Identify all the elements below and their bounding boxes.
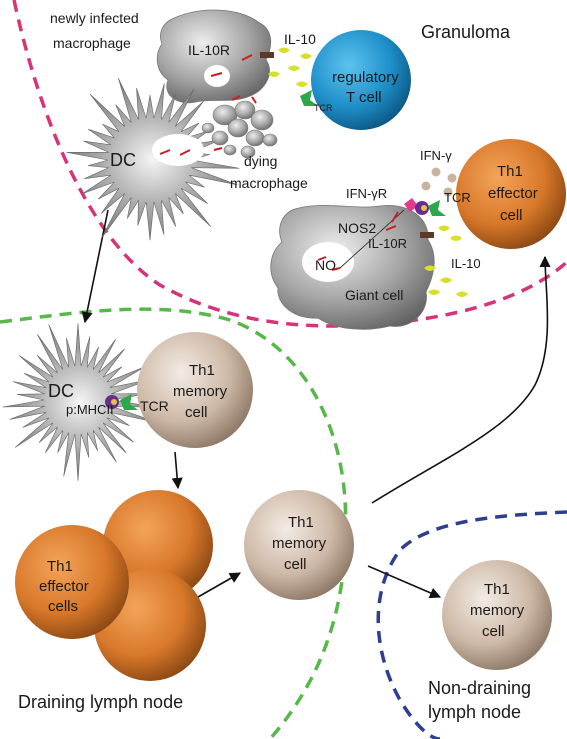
il10-receptor-giant-cell [420, 232, 434, 238]
nondraining-lymph-node-boundary [376, 510, 567, 739]
nondraining-lymph-node-label-line2: lymph node [428, 702, 521, 722]
tcr-label-treg: TCR [314, 103, 333, 113]
dendritic-cell-granuloma [66, 77, 240, 241]
no-label: NO [315, 257, 336, 273]
th1-effector-cells-label-line3: cells [48, 598, 78, 615]
il10r-label-top: IL-10R [188, 42, 230, 58]
il10-label-top: IL-10 [284, 31, 316, 47]
arrow-dc-to-lymph-node [81, 209, 109, 324]
th1-effector-granuloma-label-line1: Th1 [497, 163, 523, 180]
newly-infected-label: newly infected [50, 10, 139, 26]
arrow-memory-to-granuloma [371, 255, 551, 504]
regulatory-t-cell [311, 30, 411, 130]
il10-cytokines-top [268, 47, 312, 87]
tcr-label-granuloma: TCR [444, 190, 471, 205]
tcr-label-lymph-node: TCR [140, 398, 169, 414]
th1-memory-ln-label-line2: memory [173, 383, 228, 400]
th1-memory-middle-label-line3: cell [284, 556, 307, 573]
th1-memory-middle-label-line1: Th1 [288, 514, 314, 531]
nos2-pathway-lines [339, 209, 405, 269]
th1-effector-granuloma-label-line2: effector [488, 185, 538, 202]
th1-effector-granuloma-label-line3: cell [500, 207, 523, 224]
phagosome [152, 134, 204, 166]
mycobacterium [159, 149, 171, 155]
il10r-label-giant-cell: IL-10R [368, 236, 407, 251]
th1-memory-nondraining-label-line2: memory [470, 602, 525, 619]
granuloma-title: Granuloma [421, 22, 511, 42]
th1-effector-cell-cluster-top [103, 490, 213, 600]
dendritic-cell-body [66, 77, 240, 241]
th1-memory-ln-label-line1: Th1 [189, 362, 215, 379]
ifn-gamma-receptor [404, 198, 418, 212]
th1-memory-middle-label-line2: memory [272, 535, 327, 552]
giant-cell [270, 204, 435, 330]
mhc-tcr-complex-granuloma [415, 200, 446, 216]
arrow-memory-to-effectors [171, 451, 183, 490]
treg-label-line2: T cell [346, 89, 382, 106]
dendritic-cell-lymph-node [2, 323, 159, 481]
th1-memory-cell-nondraining [442, 560, 552, 670]
dying-macrophage-label-line1: dying [244, 153, 277, 169]
mycobacteria-fragments [179, 95, 257, 156]
dying-macrophage [201, 100, 278, 159]
arrow-memory-to-nondraining [367, 565, 442, 599]
nos2-label: NOS2 [338, 220, 376, 236]
dc-label-granuloma: DC [110, 150, 136, 170]
th1-effector-cell-granuloma [456, 139, 566, 249]
mhc-tcr-complex-lymph-node [105, 394, 138, 410]
arrow-effectors-to-memory [197, 572, 241, 598]
draining-lymph-node-label: Draining lymph node [18, 692, 183, 712]
nondraining-lymph-node-label-line1: Non-draining [428, 678, 531, 698]
th1-memory-nondraining-label-line1: Th1 [484, 581, 510, 598]
th1-memory-cell-lymph-node [137, 332, 253, 448]
th1-memory-cell-middle [244, 490, 354, 600]
th1-effector-cells-label-line1: Th1 [47, 558, 73, 575]
draining-lymph-node-boundary [0, 307, 348, 739]
dendritic-cell-body [2, 323, 159, 481]
th1-effector-cells-label-line2: effector [39, 578, 89, 595]
dying-macrophage-label-line2: macrophage [230, 175, 308, 191]
il10-receptor-top [260, 52, 274, 58]
pmhcii-label: p:MHCII [66, 402, 114, 417]
treg-label-line1: regulatory [332, 69, 399, 86]
th1-memory-ln-label-line3: cell [185, 404, 208, 421]
dc-label-lymph-node: DC [48, 381, 74, 401]
il10-cytokines-giant-cell [424, 225, 468, 297]
giant-cell-label: Giant cell [345, 287, 403, 303]
tcr-receptor-treg [300, 90, 318, 106]
th1-effector-cell-cluster-left [15, 525, 129, 639]
newly-infected-label-line2: macrophage [53, 35, 131, 51]
il10-label-giant-cell: IL-10 [451, 256, 481, 271]
ifn-gamma-label: IFN-γ [420, 148, 452, 163]
th1-memory-nondraining-label-line3: cell [482, 623, 505, 640]
newly-infected-macrophage [156, 9, 272, 104]
ifn-gamma-cytokines [421, 167, 457, 197]
ifn-gamma-receptor-label: IFN-γR [346, 186, 387, 201]
